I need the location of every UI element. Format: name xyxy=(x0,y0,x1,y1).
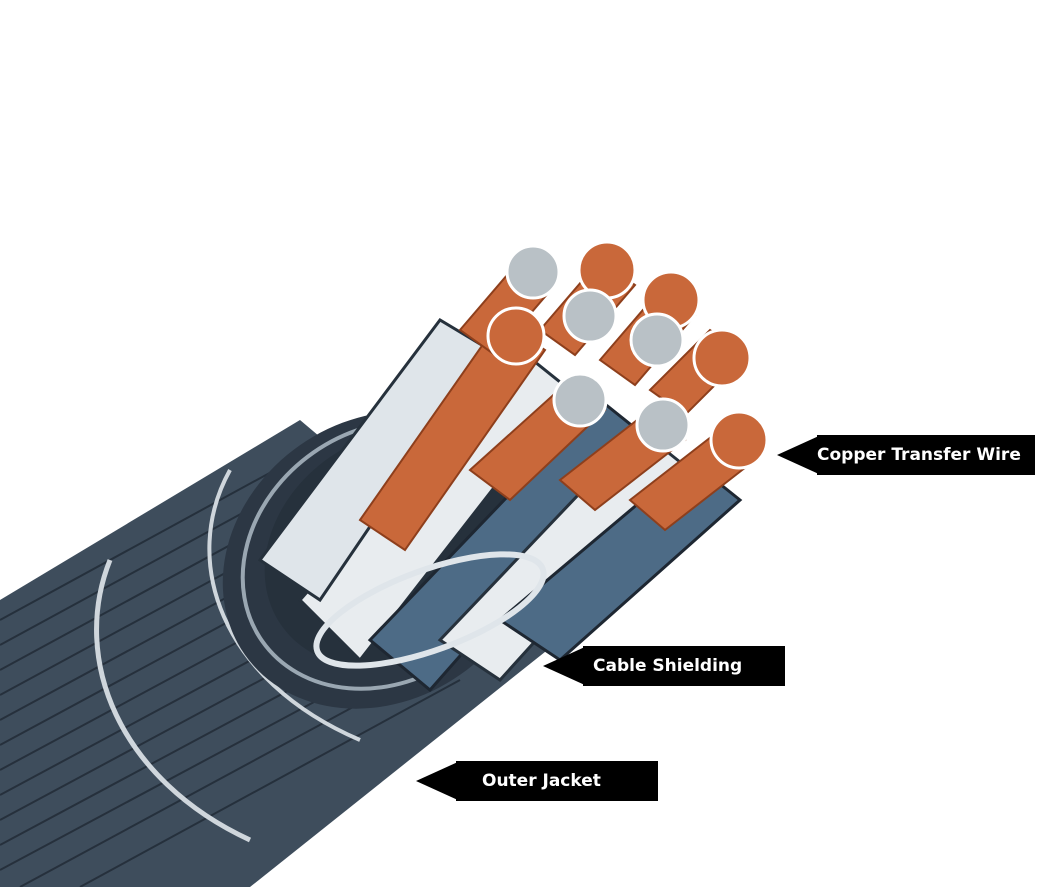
callout-label: Outer Jacket xyxy=(456,761,658,801)
conductor-end-faces xyxy=(486,240,769,470)
callout-copper-transfer-wire: Copper Transfer Wire xyxy=(777,435,1035,475)
left-pointer-icon xyxy=(416,761,460,801)
callout-outer-jacket: Outer Jacket xyxy=(416,761,658,801)
left-pointer-icon xyxy=(777,435,821,475)
callout-cable-shielding: Cable Shielding xyxy=(543,646,785,686)
callout-label: Copper Transfer Wire xyxy=(817,435,1035,475)
callout-label: Cable Shielding xyxy=(583,646,785,686)
left-pointer-icon xyxy=(543,646,587,686)
